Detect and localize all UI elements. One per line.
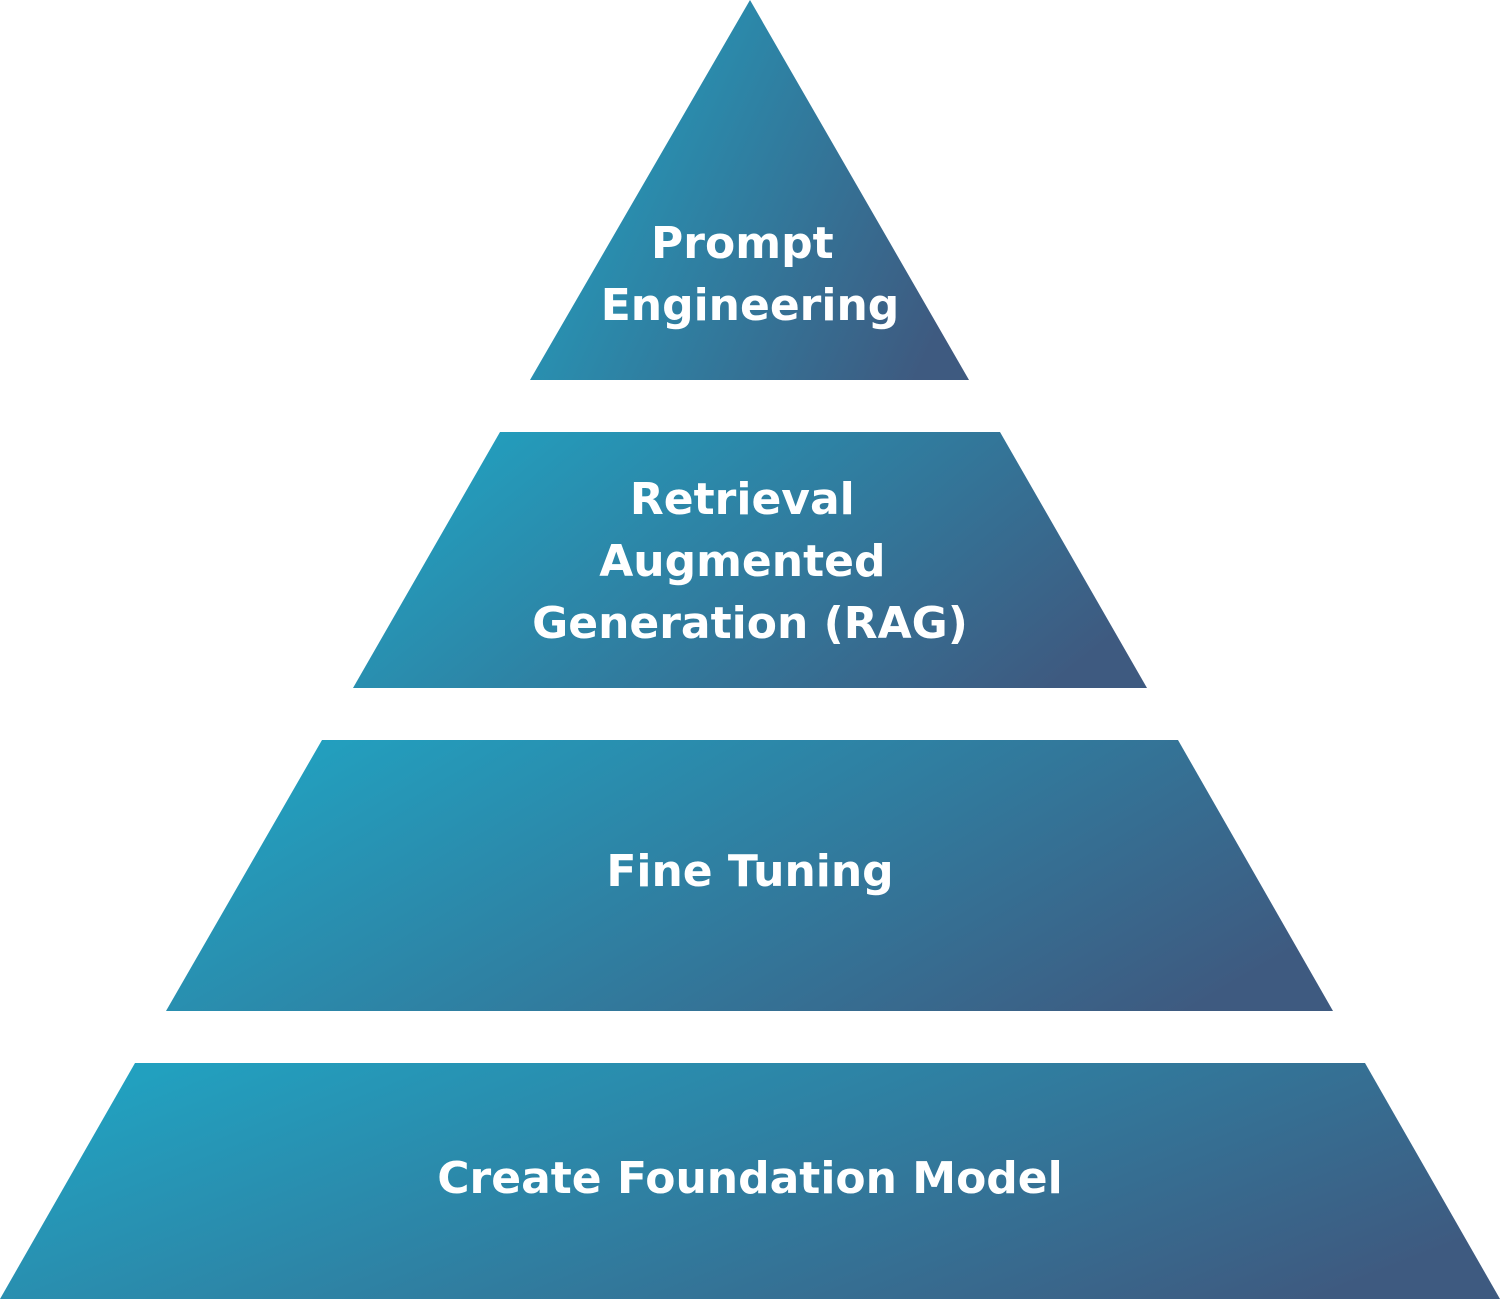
- tier-1-line-1: Prompt: [651, 218, 834, 269]
- tier-4-shape: [0, 1063, 1500, 1299]
- tier-2-line-2: Augmented: [599, 536, 885, 587]
- tier-2-line-1: Retrieval: [630, 474, 855, 525]
- tier-1-shape: [530, 0, 969, 380]
- tier-1-label: Prompt Engineering: [601, 218, 900, 331]
- tier-3-label: Fine Tuning: [606, 846, 893, 897]
- tier-1-line-2: Engineering: [601, 280, 900, 331]
- tier-2-line-3: Generation (RAG): [532, 598, 968, 649]
- tier-4-label: Create Foundation Model: [437, 1153, 1062, 1204]
- tier-3-line-1: Fine Tuning: [606, 846, 893, 897]
- tier-2-label: Retrieval Augmented Generation (RAG): [532, 474, 968, 649]
- tier-2-shape: [353, 432, 1147, 688]
- tier-3-shape: [166, 740, 1333, 1011]
- tier-4-line-1: Create Foundation Model: [437, 1153, 1062, 1204]
